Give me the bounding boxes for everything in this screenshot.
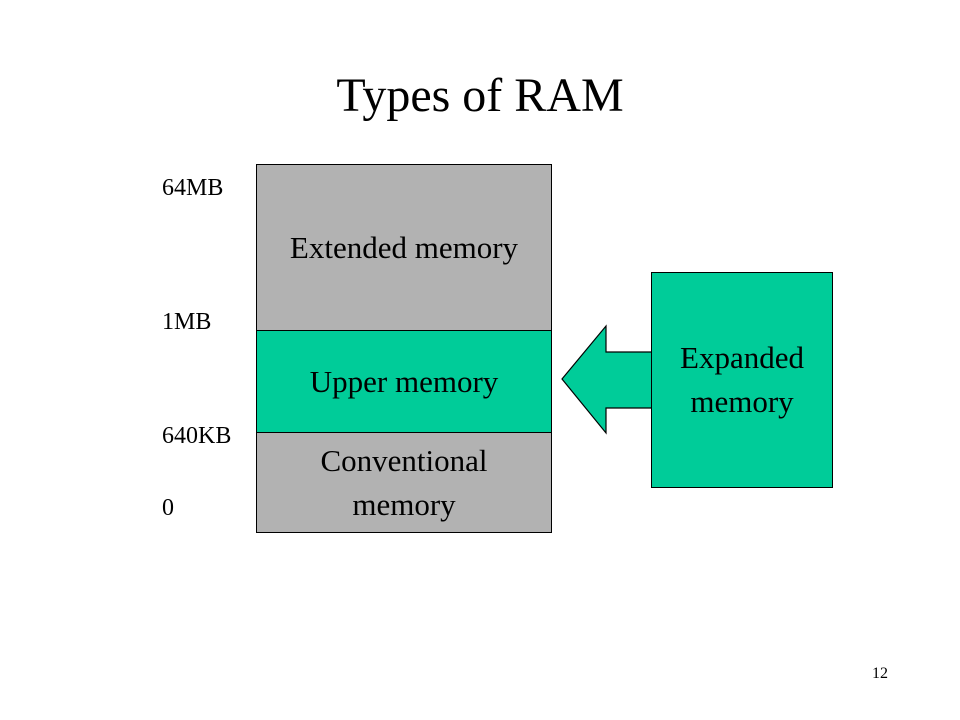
- upper-memory-label: Upper memory: [309, 363, 499, 399]
- conventional-memory-label: Conventional memory: [320, 442, 488, 522]
- conventional-memory-block: Conventional memory: [256, 432, 552, 533]
- slide-title: Types of RAM: [336, 69, 624, 122]
- address-label-1mb: 1MB: [162, 309, 212, 335]
- address-label-640kb: 640KB: [162, 423, 232, 449]
- left-arrow-icon: [561, 324, 653, 435]
- upper-memory-block: Upper memory: [256, 330, 552, 433]
- extended-memory-label: Extended memory: [289, 229, 519, 265]
- address-label-64mb: 64MB: [162, 175, 224, 201]
- expanded-memory-label: Expanded memory: [680, 340, 804, 419]
- address-label-0: 0: [162, 495, 174, 521]
- expanded-memory-box: Expanded memory: [651, 272, 833, 488]
- page-number: 12: [872, 665, 888, 682]
- extended-memory-block: Extended memory: [256, 164, 552, 331]
